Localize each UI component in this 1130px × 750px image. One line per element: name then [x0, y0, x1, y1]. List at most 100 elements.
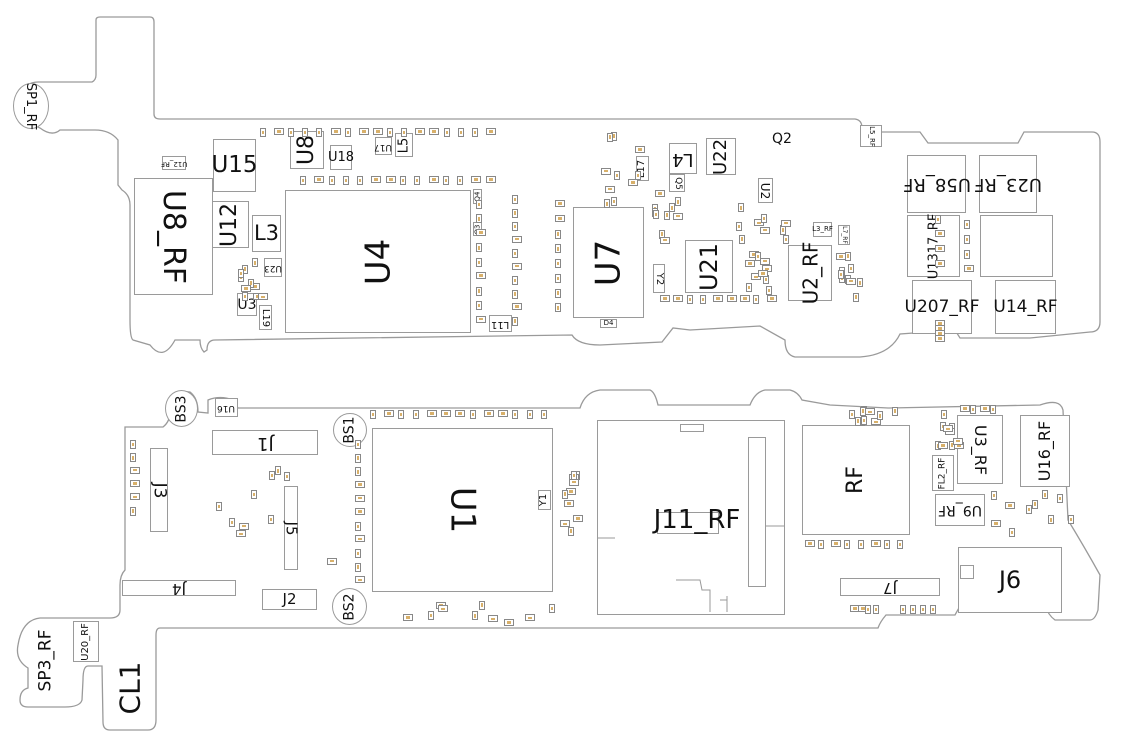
component-u14-rf[interactable]: U14_RF: [993, 280, 1058, 334]
component-bs2[interactable]: BS2: [332, 588, 367, 625]
passive-component: [991, 519, 1002, 527]
component-u21[interactable]: U21: [685, 240, 733, 293]
passive-component: [555, 214, 565, 222]
component-y1[interactable]: Y1: [538, 490, 551, 510]
component-l7-rf[interactable]: L7_RF: [838, 225, 850, 245]
component-u1317-rf[interactable]: U1317_RF: [907, 213, 960, 279]
component-d4[interactable]: D4: [600, 319, 617, 328]
passive-component: [555, 273, 561, 283]
passive-component: [476, 286, 482, 296]
component-u3-rf[interactable]: U3_RF: [957, 415, 1003, 484]
component-j1[interactable]: J1: [212, 430, 318, 455]
passive-component: [761, 213, 768, 223]
passive-component: [526, 410, 533, 419]
passive-component: [600, 167, 611, 175]
passive-component: [512, 262, 522, 270]
component-unlabeled-ic[interactable]: [980, 215, 1053, 277]
component-l3[interactable]: L3: [252, 215, 281, 252]
component-sp3-rf[interactable]: SP3_RF: [35, 629, 56, 691]
passive-component: [555, 303, 561, 313]
passive-component: [783, 234, 790, 244]
passive-component: [483, 410, 494, 417]
passive-component: [1047, 515, 1054, 525]
passive-component: [686, 295, 693, 304]
component-u2[interactable]: U2: [758, 178, 773, 203]
passive-component: [953, 437, 964, 445]
component-u23-rf[interactable]: U23_RF: [974, 155, 1042, 213]
component-l3-rf[interactable]: L3_RF: [812, 222, 833, 237]
component-u12[interactable]: U12: [212, 201, 249, 248]
passive-component: [355, 549, 361, 559]
component-u3[interactable]: U3: [237, 293, 257, 316]
component-u4[interactable]: U4: [285, 190, 471, 333]
component-u16[interactable]: U16: [215, 398, 238, 417]
passive-component: [469, 410, 476, 419]
passive-component: [476, 200, 482, 209]
passive-component: [512, 208, 518, 218]
component-j3[interactable]: J3: [150, 448, 170, 532]
passive-component: [302, 128, 309, 137]
component-l5-rf[interactable]: L5_RF: [860, 125, 882, 147]
component-j4[interactable]: J4: [122, 580, 236, 598]
passive-component: [991, 490, 998, 500]
passive-component: [935, 215, 941, 224]
component-q2[interactable]: Q2: [772, 131, 792, 147]
passive-component: [441, 410, 452, 417]
passive-component: [848, 263, 855, 273]
component-l4[interactable]: L4: [669, 143, 697, 174]
passive-component: [415, 128, 426, 135]
component-sp1-rf[interactable]: SP1_RF: [13, 82, 49, 130]
component-u7[interactable]: U7: [573, 207, 644, 318]
component-j6[interactable]: J6: [958, 547, 1062, 613]
component-j2[interactable]: J2: [262, 589, 317, 610]
component-q5[interactable]: Q5: [669, 174, 685, 192]
passive-component: [242, 292, 249, 302]
passive-component: [964, 265, 974, 272]
passive-component: [274, 128, 285, 135]
passive-component: [780, 219, 791, 227]
component-u1[interactable]: U1: [372, 428, 553, 592]
component-u23[interactable]: U23: [264, 258, 282, 277]
component-u22[interactable]: U22: [706, 138, 736, 175]
component-u15[interactable]: U15: [211, 139, 258, 192]
component-fl2-rf[interactable]: FL2_RF: [932, 455, 954, 491]
component-l11[interactable]: L11: [489, 315, 512, 332]
passive-component: [457, 176, 464, 185]
component-u20-rf[interactable]: U20_RF: [73, 621, 99, 662]
component-j11-rf[interactable]: [597, 420, 785, 615]
passive-component: [268, 515, 275, 525]
component-u58-rf[interactable]: U58_RF: [903, 155, 970, 213]
passive-component: [130, 466, 140, 474]
component-u16-rf[interactable]: U16_RF: [1020, 415, 1070, 487]
component-y2[interactable]: Y2: [653, 264, 665, 293]
component-rf[interactable]: RF: [802, 425, 910, 535]
component-bs1[interactable]: BS1: [333, 413, 367, 447]
passive-component: [248, 278, 255, 288]
component-j7[interactable]: J7: [840, 578, 940, 597]
component-u17[interactable]: U17: [374, 137, 393, 155]
passive-component: [288, 128, 295, 137]
component-bs3[interactable]: BS3: [165, 390, 198, 427]
component-u8-rf[interactable]: U8_RF: [134, 178, 213, 295]
passive-component: [428, 610, 435, 620]
passive-component: [935, 260, 945, 267]
passive-component: [512, 410, 519, 419]
passive-component: [940, 410, 947, 419]
component-l19[interactable]: L19: [259, 305, 272, 330]
passive-component: [512, 303, 522, 310]
component-j5[interactable]: J5: [283, 486, 301, 570]
passive-component: [130, 440, 136, 449]
component-u12-rf[interactable]: U12_RF: [161, 156, 187, 170]
component-u18[interactable]: U18: [328, 145, 354, 170]
component-u2-rf[interactable]: U2_RF: [788, 242, 832, 304]
component-u9-rf[interactable]: U9_RF: [935, 494, 985, 526]
passive-component: [355, 480, 365, 488]
passive-component: [726, 295, 737, 302]
passive-component: [872, 605, 879, 614]
passive-component: [805, 540, 815, 547]
component-cl1[interactable]: CL1: [113, 661, 146, 714]
passive-component: [672, 212, 683, 220]
passive-component: [614, 171, 621, 180]
passive-component: [228, 517, 235, 527]
passive-component: [442, 176, 449, 185]
